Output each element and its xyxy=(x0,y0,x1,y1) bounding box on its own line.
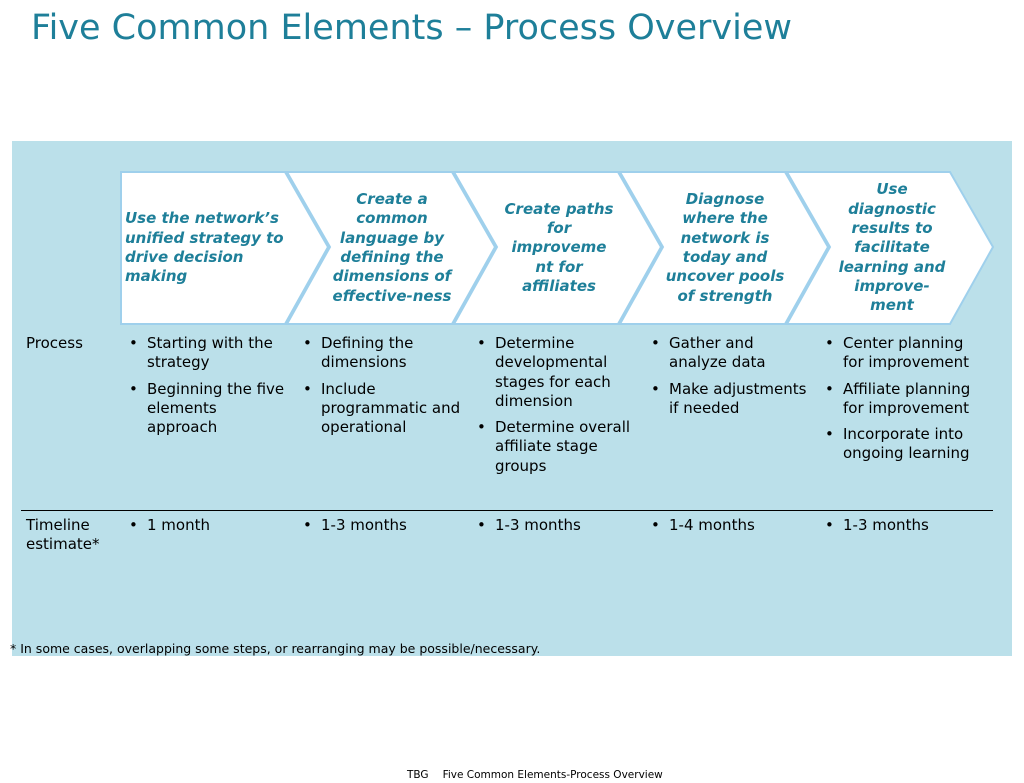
list-item: •1 month xyxy=(129,516,210,534)
list-item: •Center planning for improvement xyxy=(825,334,970,372)
timeline-cell-1: •1 month xyxy=(126,516,291,542)
chevron-label-3: Create paths for improveme nt for affili… xyxy=(504,199,614,295)
row-divider xyxy=(21,510,993,511)
slide-footer: TBG Five Common Elements-Process Overview xyxy=(407,769,663,781)
chevron-label-2: Create a common language by defining the… xyxy=(332,190,452,305)
process-cell-5: •Center planning for improvement •Affili… xyxy=(822,334,987,471)
process-cell-2: •Defining the dimensions •Include progra… xyxy=(300,334,465,444)
process-table-panel: Use the network’s unified strategy to dr… xyxy=(12,141,1012,656)
footer-doc-title: Five Common Elements-Process Overview xyxy=(442,769,663,781)
timeline-cell-4: •1-4 months xyxy=(648,516,813,542)
timeline-row-label: Timeline estimate* xyxy=(26,516,100,554)
chevron-shape-3 xyxy=(452,171,663,325)
chevron-label-4: Diagnose where the network is today and … xyxy=(665,190,785,305)
process-cell-4: •Gather and analyze data •Make adjustmen… xyxy=(648,334,813,425)
list-item: •Beginning the five elements approach xyxy=(129,379,285,437)
chevron-label-5: Use diagnostic results to facilitate lea… xyxy=(838,180,946,315)
timeline-cell-3: •1-3 months xyxy=(474,516,639,542)
chevron-shape-4 xyxy=(618,171,830,325)
process-cell-1: •Starting with the strategy •Beginning t… xyxy=(126,334,291,444)
list-item: •Gather and analyze data xyxy=(651,334,766,372)
list-item: •Include programmatic and operational xyxy=(303,379,461,437)
list-item: •Affiliate planning for improvement xyxy=(825,379,971,417)
list-item: •Starting with the strategy xyxy=(129,334,273,372)
process-row-label: Process xyxy=(26,334,83,352)
chevron-shape-2 xyxy=(285,171,497,325)
process-chevrons xyxy=(120,171,995,325)
chevron-label-1: Use the network’s unified strategy to dr… xyxy=(125,209,284,286)
chevron-shape-5 xyxy=(785,171,995,325)
page-title: Five Common Elements – Process Overview xyxy=(31,8,793,48)
list-item: •1-3 months xyxy=(303,516,407,534)
list-item: •1-3 months xyxy=(477,516,581,534)
list-item: •Incorporate into ongoing learning xyxy=(825,425,970,463)
footnote: * In some cases, overlapping some steps,… xyxy=(10,641,541,656)
list-item: •Make adjustments if needed xyxy=(651,379,807,417)
list-item: •1-3 months xyxy=(825,516,929,534)
footer-org: TBG xyxy=(407,769,429,781)
list-item: •Determine developmental stages for each… xyxy=(477,334,611,410)
chevron-shape-1 xyxy=(120,171,330,325)
timeline-cell-5: •1-3 months xyxy=(822,516,987,542)
timeline-cell-2: •1-3 months xyxy=(300,516,465,542)
process-cell-3: •Determine developmental stages for each… xyxy=(474,334,639,483)
list-item: •Determine overall affiliate stage group… xyxy=(477,418,631,475)
list-item: •1-4 months xyxy=(651,516,755,534)
list-item: •Defining the dimensions xyxy=(303,334,414,372)
